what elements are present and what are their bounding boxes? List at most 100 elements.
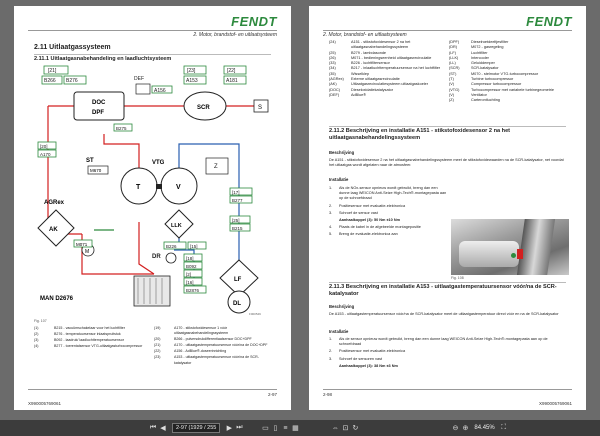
abbreviation-item: (T)Turbine turbocompressor: [449, 77, 514, 82]
label-b20: [20]: [40, 144, 48, 149]
installation-steps: 1.Als de NOx-sensor opnieuw wordt gebrui…: [329, 186, 447, 240]
figure-id: F000549: [249, 312, 261, 316]
step-item: 5.Breng de evaluatie-elektronica aan: [329, 232, 398, 237]
next-page-icon[interactable]: ▶: [226, 425, 233, 432]
document-number: X990005769061: [28, 401, 62, 406]
single-page-icon[interactable]: ▭: [262, 425, 269, 432]
label-b18: [18]: [186, 256, 194, 261]
abbreviation-item: (VTG)Turbocompressor met variabele turbi…: [449, 87, 555, 92]
legend-item: (20)B266 - pulversdrukdifferentiaalsenso…: [154, 337, 252, 342]
footer-rule: [323, 389, 572, 390]
label-b16: [16]: [186, 280, 194, 285]
page-number-input[interactable]: 2-97 (1929 / 255: [172, 423, 221, 433]
last-page-icon[interactable]: ⏭: [236, 424, 243, 431]
step-item: 1.Als de sensor opnieuw wordt gebruikt, …: [329, 337, 548, 347]
section-rule: [34, 54, 271, 55]
step-item: Aanhaalkoppel (3): 50 Nm ±10 Nm: [339, 218, 400, 223]
description-text: De A151 - stikstofoxidesensor 2 na het u…: [329, 158, 564, 168]
label-b25: [25]: [232, 218, 240, 223]
label-doc: DOC: [92, 100, 106, 106]
page-header: 2. Motor, brandstof- en uitlaatsysteem: [193, 32, 277, 38]
subsection-title: 2.11.1 Uitlaatgasnabehandeling en laadlu…: [34, 56, 172, 62]
first-page-icon[interactable]: ⏮: [149, 424, 157, 431]
brand-logo: FENDT: [231, 14, 277, 29]
zoom-in-icon[interactable]: ⊕: [462, 425, 469, 432]
continuous-icon[interactable]: ≡: [283, 424, 288, 432]
label-scr: SCR: [197, 105, 210, 111]
section-title-2-11-2: 2.11.2 Beschrijving en installatie A151 …: [329, 128, 511, 141]
exhaust-system-diagram: [21] B276 B266 [23] A153 [22] A181 DEF A…: [37, 65, 269, 316]
abbreviation-item: (LLK)Intercooler: [449, 55, 489, 60]
label-agrex: AGRex: [44, 200, 65, 206]
legend-item: (4)B277 - toerentalsensor VTG-uitlaatgas…: [34, 344, 143, 349]
installation-heading: Installatie: [329, 177, 349, 182]
abbreviation-item: (Z)Carterontluchting: [449, 98, 500, 103]
document-viewer: FENDT 2. Motor, brandstof- en uitlaatsys…: [0, 0, 600, 420]
zoom-out-icon[interactable]: ⊖: [452, 425, 459, 432]
legend-item: (22)A156 - AdBlue®-doseerinrichting: [154, 349, 227, 354]
label-m: M: [85, 249, 89, 255]
abbreviation-item: (DPF)Dieselroetdeeltjesfilter: [449, 40, 509, 44]
label-b2: [2]: [186, 272, 191, 277]
abbreviation-item: (V)Ventilator: [449, 92, 487, 97]
label-b15: [15]: [190, 244, 198, 249]
prev-page-icon[interactable]: ◀: [160, 425, 166, 432]
label-b215: B215: [232, 226, 243, 231]
page-number: 2-97: [267, 392, 277, 397]
abbreviation-item: (DEF)AdBlue®: [329, 92, 367, 97]
fit-width-icon[interactable]: ⇔: [331, 424, 339, 432]
label-b226: B226: [166, 244, 177, 249]
legend-item: (19)A170 - stikstofoxidesensor 1 vóór ui…: [154, 326, 229, 336]
figure-number: Fig. 107: [34, 319, 47, 323]
right-page: FENDT 2. Motor, brandstof- en uitlaatsys…: [309, 6, 586, 410]
zoom-level[interactable]: 84.45%: [474, 425, 495, 431]
sensor-photo: [451, 219, 569, 275]
page-number: 2-98: [323, 392, 333, 397]
step-item: 3.Schroef de sensoren vast: [329, 356, 383, 361]
header-rule: [323, 30, 572, 31]
label-ak: AK: [49, 227, 58, 233]
section-rule: [329, 126, 566, 127]
label-b277: B277: [232, 198, 243, 203]
fullscreen-icon[interactable]: ⛶: [501, 424, 507, 431]
abbreviation-item: (35)Wisselklep: [329, 71, 370, 76]
abbreviation-item: (V)Compressor turbocompressor: [449, 82, 522, 87]
label-lf: LF: [234, 277, 242, 283]
label-vtg: VTG: [152, 160, 165, 166]
section-rule: [329, 282, 566, 283]
installation-steps: 1.Als de sensor opnieuw wordt gebruikt, …: [329, 337, 569, 371]
label-llk: LLK: [171, 223, 182, 229]
abbreviation-item: (AGRex)Externe uitlaatgasrecirculatie: [329, 77, 400, 82]
two-page-icon[interactable]: ▯: [273, 425, 278, 432]
description-heading: Beschrijving: [329, 150, 355, 155]
label-m071: M071: [76, 242, 88, 247]
step-item: 2.Positiesensor met evaluatie-elektronic…: [329, 203, 406, 208]
abbreviation-item: (DOC)Dieseloxidatiekatalysator: [329, 87, 393, 92]
viewer-toolbar: ⏮ ◀ 2-97 (1929 / 255 ▶ ⏭ ▭ ▯ ≡ ▦ ⇔ ⊡ ↻ ⊖…: [0, 420, 600, 436]
abbreviation-item: (DR)M072 - gasregeling: [449, 45, 504, 50]
legend: (1)B215 - vacuümschakelaar voor het luch…: [34, 326, 274, 367]
abbreviation-list: (24)A151 - stikstofoxidesensor 2 na het …: [329, 40, 569, 104]
step-item: 3.Schroef de sensor vast: [329, 210, 378, 215]
footer-rule: [28, 389, 277, 390]
legend-item: (21)A170 - uitlaatgastemperatuursensor v…: [154, 343, 268, 348]
label-b22: [22]: [227, 68, 236, 74]
header-rule: [28, 30, 277, 31]
rotate-icon[interactable]: ↻: [352, 425, 359, 432]
fit-page-icon[interactable]: ⊡: [342, 425, 349, 432]
label-dr: DR: [152, 254, 161, 260]
label-engine: MAN D2676: [40, 296, 74, 302]
left-page: FENDT 2. Motor, brandstof- en uitlaatsys…: [14, 6, 291, 410]
label-s: S: [258, 105, 262, 111]
label-m670: M670: [90, 168, 102, 173]
scroll-icon[interactable]: ▦: [292, 425, 299, 432]
abbreviation-item: (ST)M070 - stelmotor VTG-turbocompressor: [449, 71, 539, 76]
abbreviation-item: (24)A151 - stikstofoxidesensor 2 na het …: [329, 40, 411, 50]
step-item: 1.Als de NOx-sensor opnieuw wordt gebrui…: [329, 186, 447, 201]
label-b266: B266: [44, 78, 56, 84]
abbreviation-item: (34)B217 - inlaatluchttemperatuursensor …: [329, 66, 441, 71]
label-a170: A170: [40, 152, 51, 157]
label-b23: [23]: [187, 68, 196, 74]
label-b17: [17]: [232, 190, 240, 195]
label-a181: A181: [226, 78, 238, 84]
